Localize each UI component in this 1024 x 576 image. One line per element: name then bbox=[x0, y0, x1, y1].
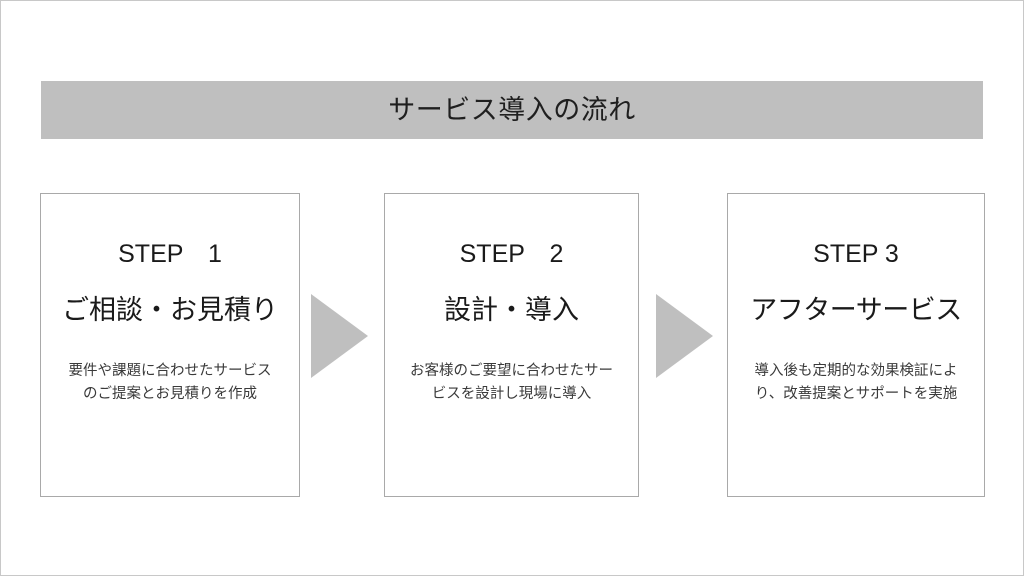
step-body-3: 導入後も定期的な効果検証により、改善提案とサポートを実施 bbox=[754, 363, 958, 403]
step-card-2: STEP 2 設計・導入 お客様のご要望に合わせたサービスを設計し現場に導入 bbox=[384, 193, 639, 497]
step-heading-3: アフターサービス bbox=[750, 295, 962, 325]
page-title: サービス導入の流れ bbox=[388, 94, 636, 125]
step-label-1: STEP 1 bbox=[118, 240, 222, 268]
step-card-3: STEP 3 アフターサービス 導入後も定期的な効果検証により、改善提案とサポー… bbox=[727, 193, 985, 497]
step-label-3: STEP 3 bbox=[813, 240, 899, 268]
triangle-right-icon bbox=[656, 294, 713, 378]
step-body-2: お客様のご要望に合わせたサービスを設計し現場に導入 bbox=[410, 363, 613, 403]
step-card-1: STEP 1 ご相談・お見積り 要件や課題に合わせたサービスのご提案とお見積りを… bbox=[40, 193, 300, 497]
step-heading-2: 設計・導入 bbox=[444, 295, 579, 325]
step-label-2: STEP 2 bbox=[459, 240, 564, 268]
triangle-right-icon bbox=[311, 294, 368, 378]
slide-title-band: サービス導入の流れ bbox=[41, 81, 983, 139]
step-body-1: 要件や課題に合わせたサービスのご提案とお見積りを作成 bbox=[68, 363, 272, 403]
step-heading-1: ご相談・お見積り bbox=[62, 295, 278, 325]
